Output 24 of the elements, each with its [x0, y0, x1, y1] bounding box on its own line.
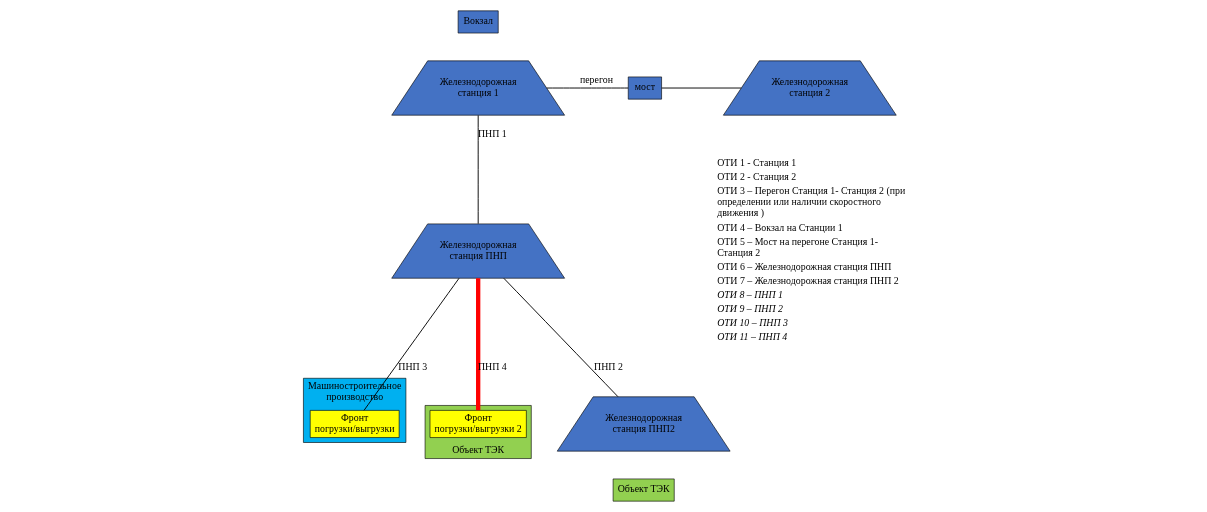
node-box: Вокзал: [457, 10, 499, 34]
edge-label: ПНП 3: [397, 361, 427, 373]
label: ОТИ 10 – ПНП 3: [716, 317, 788, 329]
node-box: мост: [627, 76, 662, 100]
node-box: Объект ТЭК: [612, 478, 675, 502]
label: ОТИ 2 - Станция 2: [716, 170, 796, 182]
label: ОТИ 3 – Перегон Станция 1- Станция 2 (при определении или наличии скоростного движения ): [716, 185, 905, 219]
label: ОТИ 5 – Мост на перегоне Станция 1- Станция 2: [716, 235, 878, 258]
label: ОТИ 7 – Железнодорожная станция ПНП 2: [716, 275, 899, 287]
label: ОТИ 11 – ПНП 4: [716, 331, 787, 343]
connector: [475, 278, 480, 411]
connector: [363, 277, 459, 411]
node-box: Фронт погрузки/выгрузки: [309, 410, 399, 438]
edge-label: ПНП 2: [593, 361, 623, 373]
connector: [477, 114, 479, 225]
connector: [502, 277, 618, 398]
label: ОТИ 9 – ПНП 2: [716, 303, 783, 315]
label: ОТИ 8 – ПНП 1: [716, 288, 783, 300]
label: ОТИ 1 - Станция 1: [716, 156, 796, 168]
edge-label: перегон: [579, 73, 613, 85]
node-box: Фронт погрузки/выгрузки 2: [429, 410, 527, 438]
connector: [660, 87, 742, 89]
label: ОТИ 6 – Железнодорожная станция ПНП: [716, 261, 891, 273]
label: ОТИ 4 – Вокзал на Станции 1: [716, 221, 843, 233]
